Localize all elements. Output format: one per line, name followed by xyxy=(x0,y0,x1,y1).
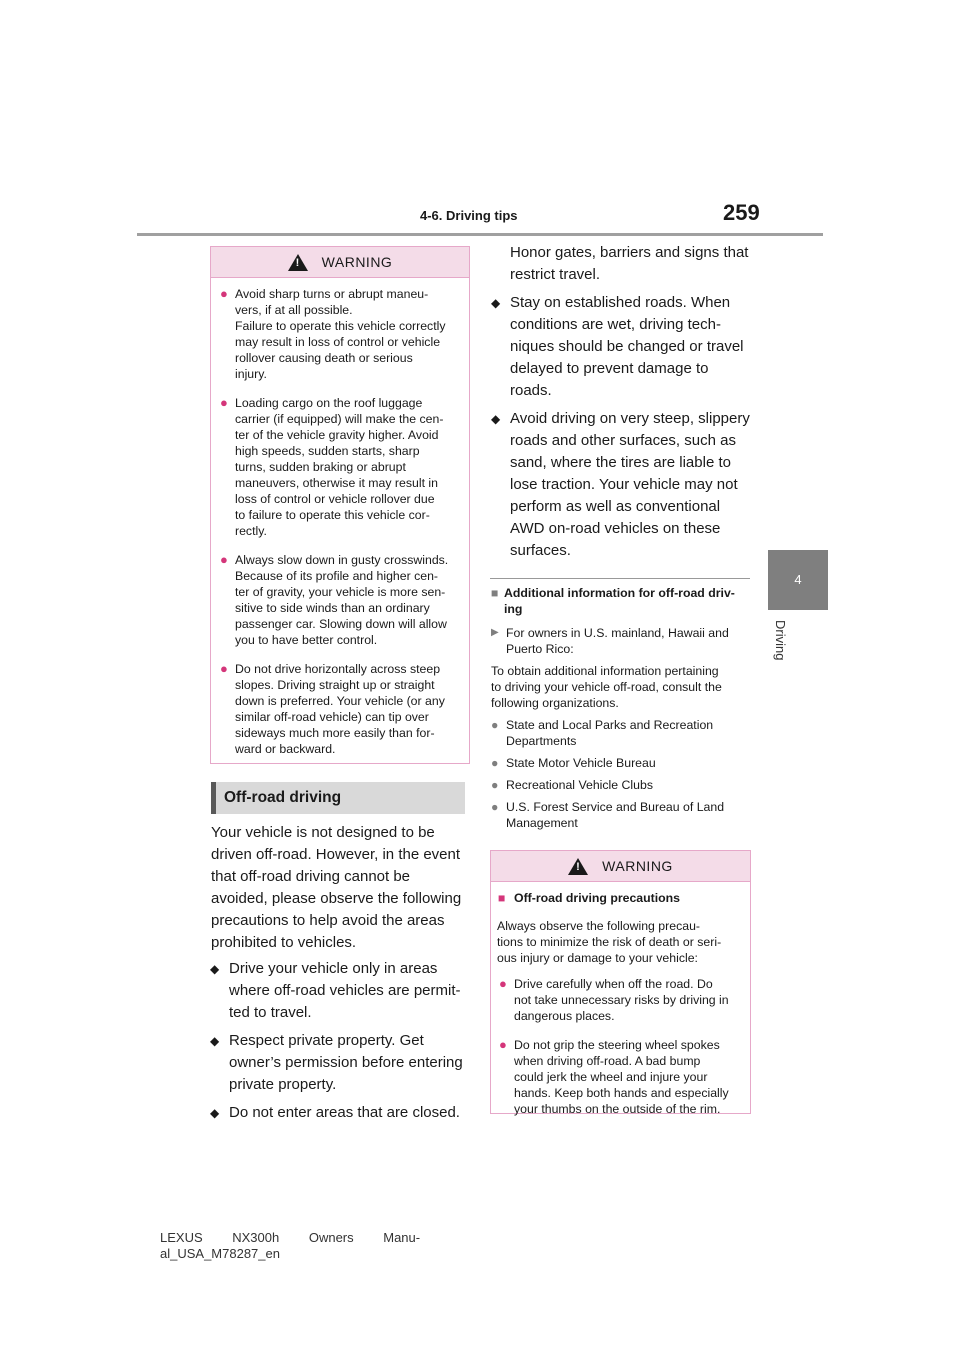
warning-box: ! WARNING ●Avoid sharp turns or abrupt m… xyxy=(210,246,470,764)
warning-subtitle: ■Off-road driving precautions xyxy=(498,891,681,905)
continued-text: Honor gates, barriers and signs that res… xyxy=(510,244,749,283)
region-note: ▶For owners in U.S. mainland, Hawaii and… xyxy=(491,626,729,656)
list-item: ◆Stay on established roads. When conditi… xyxy=(491,294,744,399)
footer-line: al_USA_M78287_en xyxy=(160,1246,280,1261)
warning-item: ●Loading cargo on the roof luggage carri… xyxy=(220,395,444,538)
warning-icon: ! xyxy=(287,253,308,271)
chapter-label: Driving xyxy=(773,620,788,661)
warning-box: ! WARNING ■Off-road driving precautions … xyxy=(490,850,751,1116)
list-item: ●Recreational Vehicle Clubs xyxy=(491,778,653,792)
triangle-bullet-icon: ▶ xyxy=(491,627,499,638)
page-number: 259 xyxy=(723,200,760,225)
square-bullet-icon: ■ xyxy=(491,586,499,600)
diamond-bullet-icon: ◆ xyxy=(210,1034,220,1048)
warning-header: ! WARNING xyxy=(211,247,469,278)
bullet-icon: ● xyxy=(491,718,499,732)
diamond-bullet-icon: ◆ xyxy=(210,1106,220,1120)
footer-line: LEXUS NX300h Owners Manu- xyxy=(160,1230,421,1245)
warning-item: ●Avoid sharp turns or abrupt maneu- vers… xyxy=(220,286,446,381)
bullet-icon: ● xyxy=(499,1037,507,1052)
chapter-tab: 4 xyxy=(768,550,828,610)
list-item: ●U.S. Forest Service and Bureau of Land … xyxy=(491,800,725,830)
bullet-icon: ● xyxy=(220,395,228,410)
list-item: ◆Drive your vehicle only in areas where … xyxy=(210,960,461,1021)
warning-item: ●Always slow down in gusty crosswinds. B… xyxy=(220,552,449,647)
bullet-icon: ● xyxy=(220,286,228,301)
diamond-bullet-icon: ◆ xyxy=(491,412,501,426)
additional-info: ■Additional information for off-road dri… xyxy=(491,585,753,837)
footer: LEXUS NX300h Owners Manu- al_USA_M78287_… xyxy=(160,1230,420,1262)
bullet-icon: ● xyxy=(491,756,499,770)
bullet-icon: ● xyxy=(491,778,499,792)
offroad-bullets: ◆Drive your vehicle only in areas where … xyxy=(210,958,472,1124)
diamond-bullet-icon: ◆ xyxy=(210,962,220,976)
list-item: ●State and Local Parks and Recreation De… xyxy=(491,718,714,748)
list-item: ◆Respect private property. Get owner’s p… xyxy=(210,1032,463,1093)
diamond-bullet-icon: ◆ xyxy=(491,296,501,310)
section-heading: Off-road driving xyxy=(211,782,465,814)
offroad-bullets-right: ◆Stay on established roads. When conditi… xyxy=(491,292,753,562)
list-item: ◆Avoid driving on very steep, slippery r… xyxy=(491,410,750,559)
bullet-icon: ● xyxy=(491,800,499,814)
warning-intro: Always observe the following precau- tio… xyxy=(497,919,722,965)
bullet-icon: ● xyxy=(220,661,228,676)
list-item: ●State Motor Vehicle Bureau xyxy=(491,756,656,770)
warning-title: WARNING xyxy=(602,858,673,874)
subsection-heading: ■Additional information for off-road dri… xyxy=(491,586,735,616)
warning-item: ●Do not grip the steering wheel spokes w… xyxy=(499,1037,729,1116)
bullet-icon: ● xyxy=(499,976,507,991)
bullet-icon: ● xyxy=(220,552,228,567)
warning-icon: ! xyxy=(568,857,589,875)
warning-header: ! WARNING xyxy=(491,851,750,882)
section-title: 4-6. Driving tips xyxy=(420,208,518,223)
warning-title: WARNING xyxy=(321,254,393,270)
additional-intro: To obtain additional information pertain… xyxy=(491,664,722,710)
section-divider xyxy=(490,578,750,579)
square-bullet-icon: ■ xyxy=(498,891,506,905)
warning-item: ●Drive carefully when off the road. Do n… xyxy=(499,976,729,1023)
list-item: ◆Do not enter areas that are closed. xyxy=(210,1102,472,1124)
warning-item: ●Do not drive horizontally across steep … xyxy=(220,661,445,756)
header-divider xyxy=(137,233,823,236)
offroad-intro: Your vehicle is not designed to be drive… xyxy=(211,824,462,951)
